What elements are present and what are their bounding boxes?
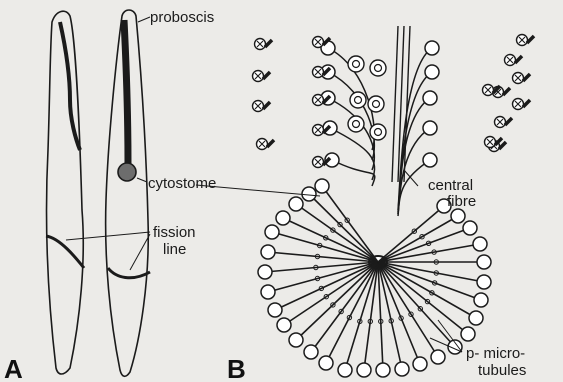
kinetosome-bar-11 <box>515 56 522 63</box>
kinetosome-bar-2 <box>263 72 270 79</box>
p-microtubule-21 <box>378 262 476 318</box>
label-cytostome: cytostome <box>148 175 216 192</box>
p-microtubule-28 <box>378 206 444 262</box>
p-microtubule-17 <box>378 262 420 364</box>
microtubule-end-25 <box>473 237 487 251</box>
microtubule-end-12 <box>319 356 333 370</box>
p-microtubule-29 <box>322 186 378 262</box>
microtubule-end-13 <box>338 363 352 377</box>
upper-fiber-2 <box>328 72 374 160</box>
ring-organelle-1 <box>348 56 364 72</box>
microtubule-end-10 <box>289 333 303 347</box>
kinetosome-bar-16 <box>499 142 506 149</box>
p-microtubule-9 <box>284 262 378 325</box>
microtubule-end-23 <box>477 275 491 289</box>
label-p-microtubules-2: tubules <box>478 362 526 379</box>
microtubule-end-9 <box>277 318 291 332</box>
cell-left-outline <box>46 11 83 374</box>
microtubule-end-3 <box>276 211 290 225</box>
microtubule-end-27 <box>451 209 465 223</box>
microtubule-end-1 <box>302 187 316 201</box>
microtubule-end-4 <box>265 225 279 239</box>
cell-right-cytostome <box>118 163 136 181</box>
cell-left-fission-line <box>46 236 84 268</box>
ring-organelle-5 <box>348 116 364 132</box>
upper-end-9 <box>423 121 437 135</box>
microtubule-end-15 <box>376 363 390 377</box>
ring-organelle-4 <box>368 96 384 112</box>
microtubule-end-2 <box>289 197 303 211</box>
p-microtubule-2 <box>296 204 378 262</box>
central-fibre-a <box>392 26 398 182</box>
microtubule-end-17 <box>413 357 427 371</box>
microtubule-end-22 <box>474 293 488 307</box>
p-microtubule-26 <box>378 228 470 262</box>
kinetosome-bar-3 <box>263 102 270 109</box>
kinetosome-bar-10 <box>527 36 534 43</box>
p-microtubule-18 <box>378 262 438 357</box>
microtubule-end-14 <box>357 363 371 377</box>
microtubule-end-26 <box>463 221 477 235</box>
ring-organelle-3 <box>350 92 366 108</box>
upper-end-7 <box>425 65 439 79</box>
panel-label-b: B <box>227 354 246 382</box>
microtubule-end-18 <box>431 350 445 364</box>
label-p-microtubules-1: p- micro- <box>466 345 525 362</box>
cell-left <box>46 11 84 374</box>
kinetosome-bar-15 <box>505 118 512 125</box>
upper-end-6 <box>425 41 439 55</box>
kinetosome-bar-4 <box>267 140 274 147</box>
microtubule-end-11 <box>304 345 318 359</box>
kinetosome-bar-14 <box>523 100 530 107</box>
microtubule-end-24 <box>477 255 491 269</box>
ring-organelle-2 <box>370 60 386 76</box>
leader-cytostome <box>137 178 147 182</box>
panel-b <box>196 26 534 377</box>
cell-right-fission-line <box>108 268 150 278</box>
microtubule-end-20 <box>461 327 475 341</box>
label-proboscis: proboscis <box>150 9 214 26</box>
kinetosome-bar-1 <box>265 40 272 47</box>
upper-end-8 <box>423 91 437 105</box>
microtubule-end-21 <box>469 311 483 325</box>
kinetosome-bar-18 <box>495 138 502 145</box>
cell-right <box>106 10 150 376</box>
microtubule-end-7 <box>261 285 275 299</box>
kinetosome-bar-12 <box>523 74 530 81</box>
upper-fiber-10 <box>398 160 430 214</box>
ring-organelle-6 <box>370 124 386 140</box>
panel-label-a: A <box>4 354 23 382</box>
cell-right-proboscis <box>124 20 128 164</box>
p-microtubule-22 <box>378 262 481 300</box>
label-central-fibre-1: central <box>428 177 473 194</box>
leader-fission-1 <box>66 232 150 240</box>
microtubule-end-29 <box>315 179 329 193</box>
upper-end-10 <box>423 153 437 167</box>
microtubule-end-16 <box>395 362 409 376</box>
microtubule-end-5 <box>261 245 275 259</box>
microtubule-end-8 <box>268 303 282 317</box>
label-fission-line-2: line <box>163 241 186 258</box>
leader-proboscis <box>138 17 150 22</box>
kinetosome-bar-13 <box>503 88 510 95</box>
label-central-fibre-2: fibre <box>447 193 476 210</box>
microtubule-end-6 <box>258 265 272 279</box>
label-fission-line-1: fission <box>153 224 196 241</box>
